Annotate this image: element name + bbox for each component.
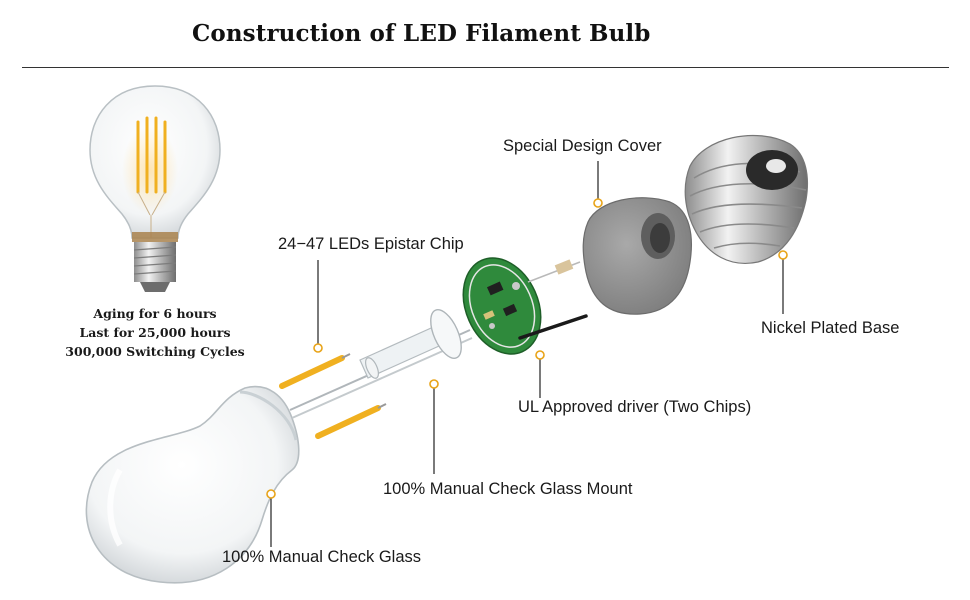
label-led-chip: 24−47 LEDs Epistar Chip: [278, 235, 464, 253]
bulb-specs: Aging for 6 hours Last for 25,000 hours …: [60, 304, 250, 361]
title-divider: [22, 67, 949, 68]
label-glass-mount: 100% Manual Check Glass Mount: [383, 480, 633, 498]
diagram-title: Construction of LED Filament Bulb: [192, 20, 651, 47]
label-design-cover: Special Design Cover: [503, 137, 662, 155]
complete-bulb-thumbnail: [89, 85, 221, 292]
spec-switching: 300,000 Switching Cycles: [65, 344, 245, 359]
design-cover: [582, 197, 692, 315]
glass-mount: [289, 309, 473, 419]
screw-base: [684, 134, 809, 264]
marker-base: [778, 250, 788, 260]
thumbnail-filaments: [136, 116, 167, 194]
marker-chip: [313, 343, 323, 353]
driver-board: [462, 257, 588, 355]
marker-cover: [593, 198, 603, 208]
label-driver: UL Approved driver (Two Chips): [518, 398, 752, 416]
thumbnail-screw-base: [133, 242, 177, 292]
leader-lines: [270, 161, 784, 547]
callout-markers: [266, 198, 788, 499]
led-filaments: [279, 353, 387, 439]
marker-driver: [535, 350, 545, 360]
label-glass: 100% Manual Check Glass: [222, 548, 422, 566]
spec-aging: Aging for 6 hours: [93, 306, 217, 321]
spec-lifetime: Last for 25,000 hours: [79, 325, 231, 340]
marker-glass: [266, 489, 276, 499]
glass-envelope: [85, 385, 300, 584]
label-nickel-base: Nickel Plated Base: [761, 319, 900, 337]
marker-mount: [429, 379, 439, 389]
